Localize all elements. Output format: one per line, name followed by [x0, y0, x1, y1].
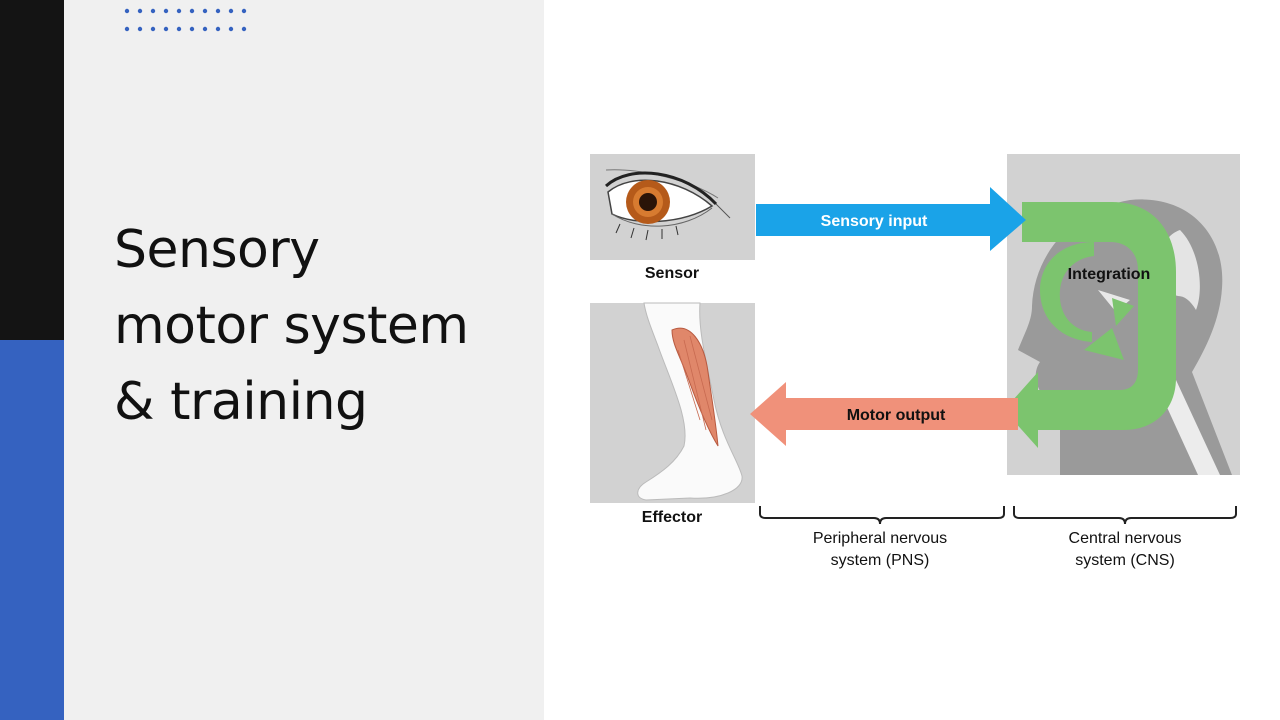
- sidebar-accent-black: [0, 0, 64, 340]
- effector-label: Effector: [642, 509, 702, 526]
- eye-icon: [604, 169, 731, 241]
- slide-title-line-1: Sensory: [114, 220, 320, 280]
- title-panel: [64, 0, 544, 720]
- motor-output-arrow: [750, 382, 1018, 446]
- slide-title-line-2: motor system: [114, 296, 469, 356]
- pns-brace: [759, 506, 1005, 525]
- pns-label-line-1: Peripheral nervous: [813, 530, 947, 547]
- cns-brace: [1013, 506, 1237, 525]
- slide-title-line-3: & training: [114, 372, 368, 432]
- sensory-input-arrow: [756, 187, 1026, 251]
- pns-label-line-2: system (PNS): [831, 552, 930, 569]
- motor-output-label: Motor output: [847, 407, 946, 424]
- cns-label-line-1: Central nervous: [1069, 530, 1182, 547]
- sensory-input-label: Sensory input: [821, 213, 928, 230]
- decorative-dot-grid: [124, 8, 247, 32]
- integration-loop-arrow: [1004, 202, 1176, 448]
- sensor-label: Sensor: [645, 265, 699, 282]
- slide-title: Sensory motor system & training: [114, 212, 534, 440]
- cns-label-line-2: system (CNS): [1075, 552, 1175, 569]
- integration-label: Integration: [1068, 266, 1151, 283]
- sensory-motor-diagram: Sensor Effector Integration Sensory inpu…: [590, 154, 1240, 569]
- sidebar-accent-blue: [0, 340, 64, 720]
- leg-icon: [637, 302, 743, 501]
